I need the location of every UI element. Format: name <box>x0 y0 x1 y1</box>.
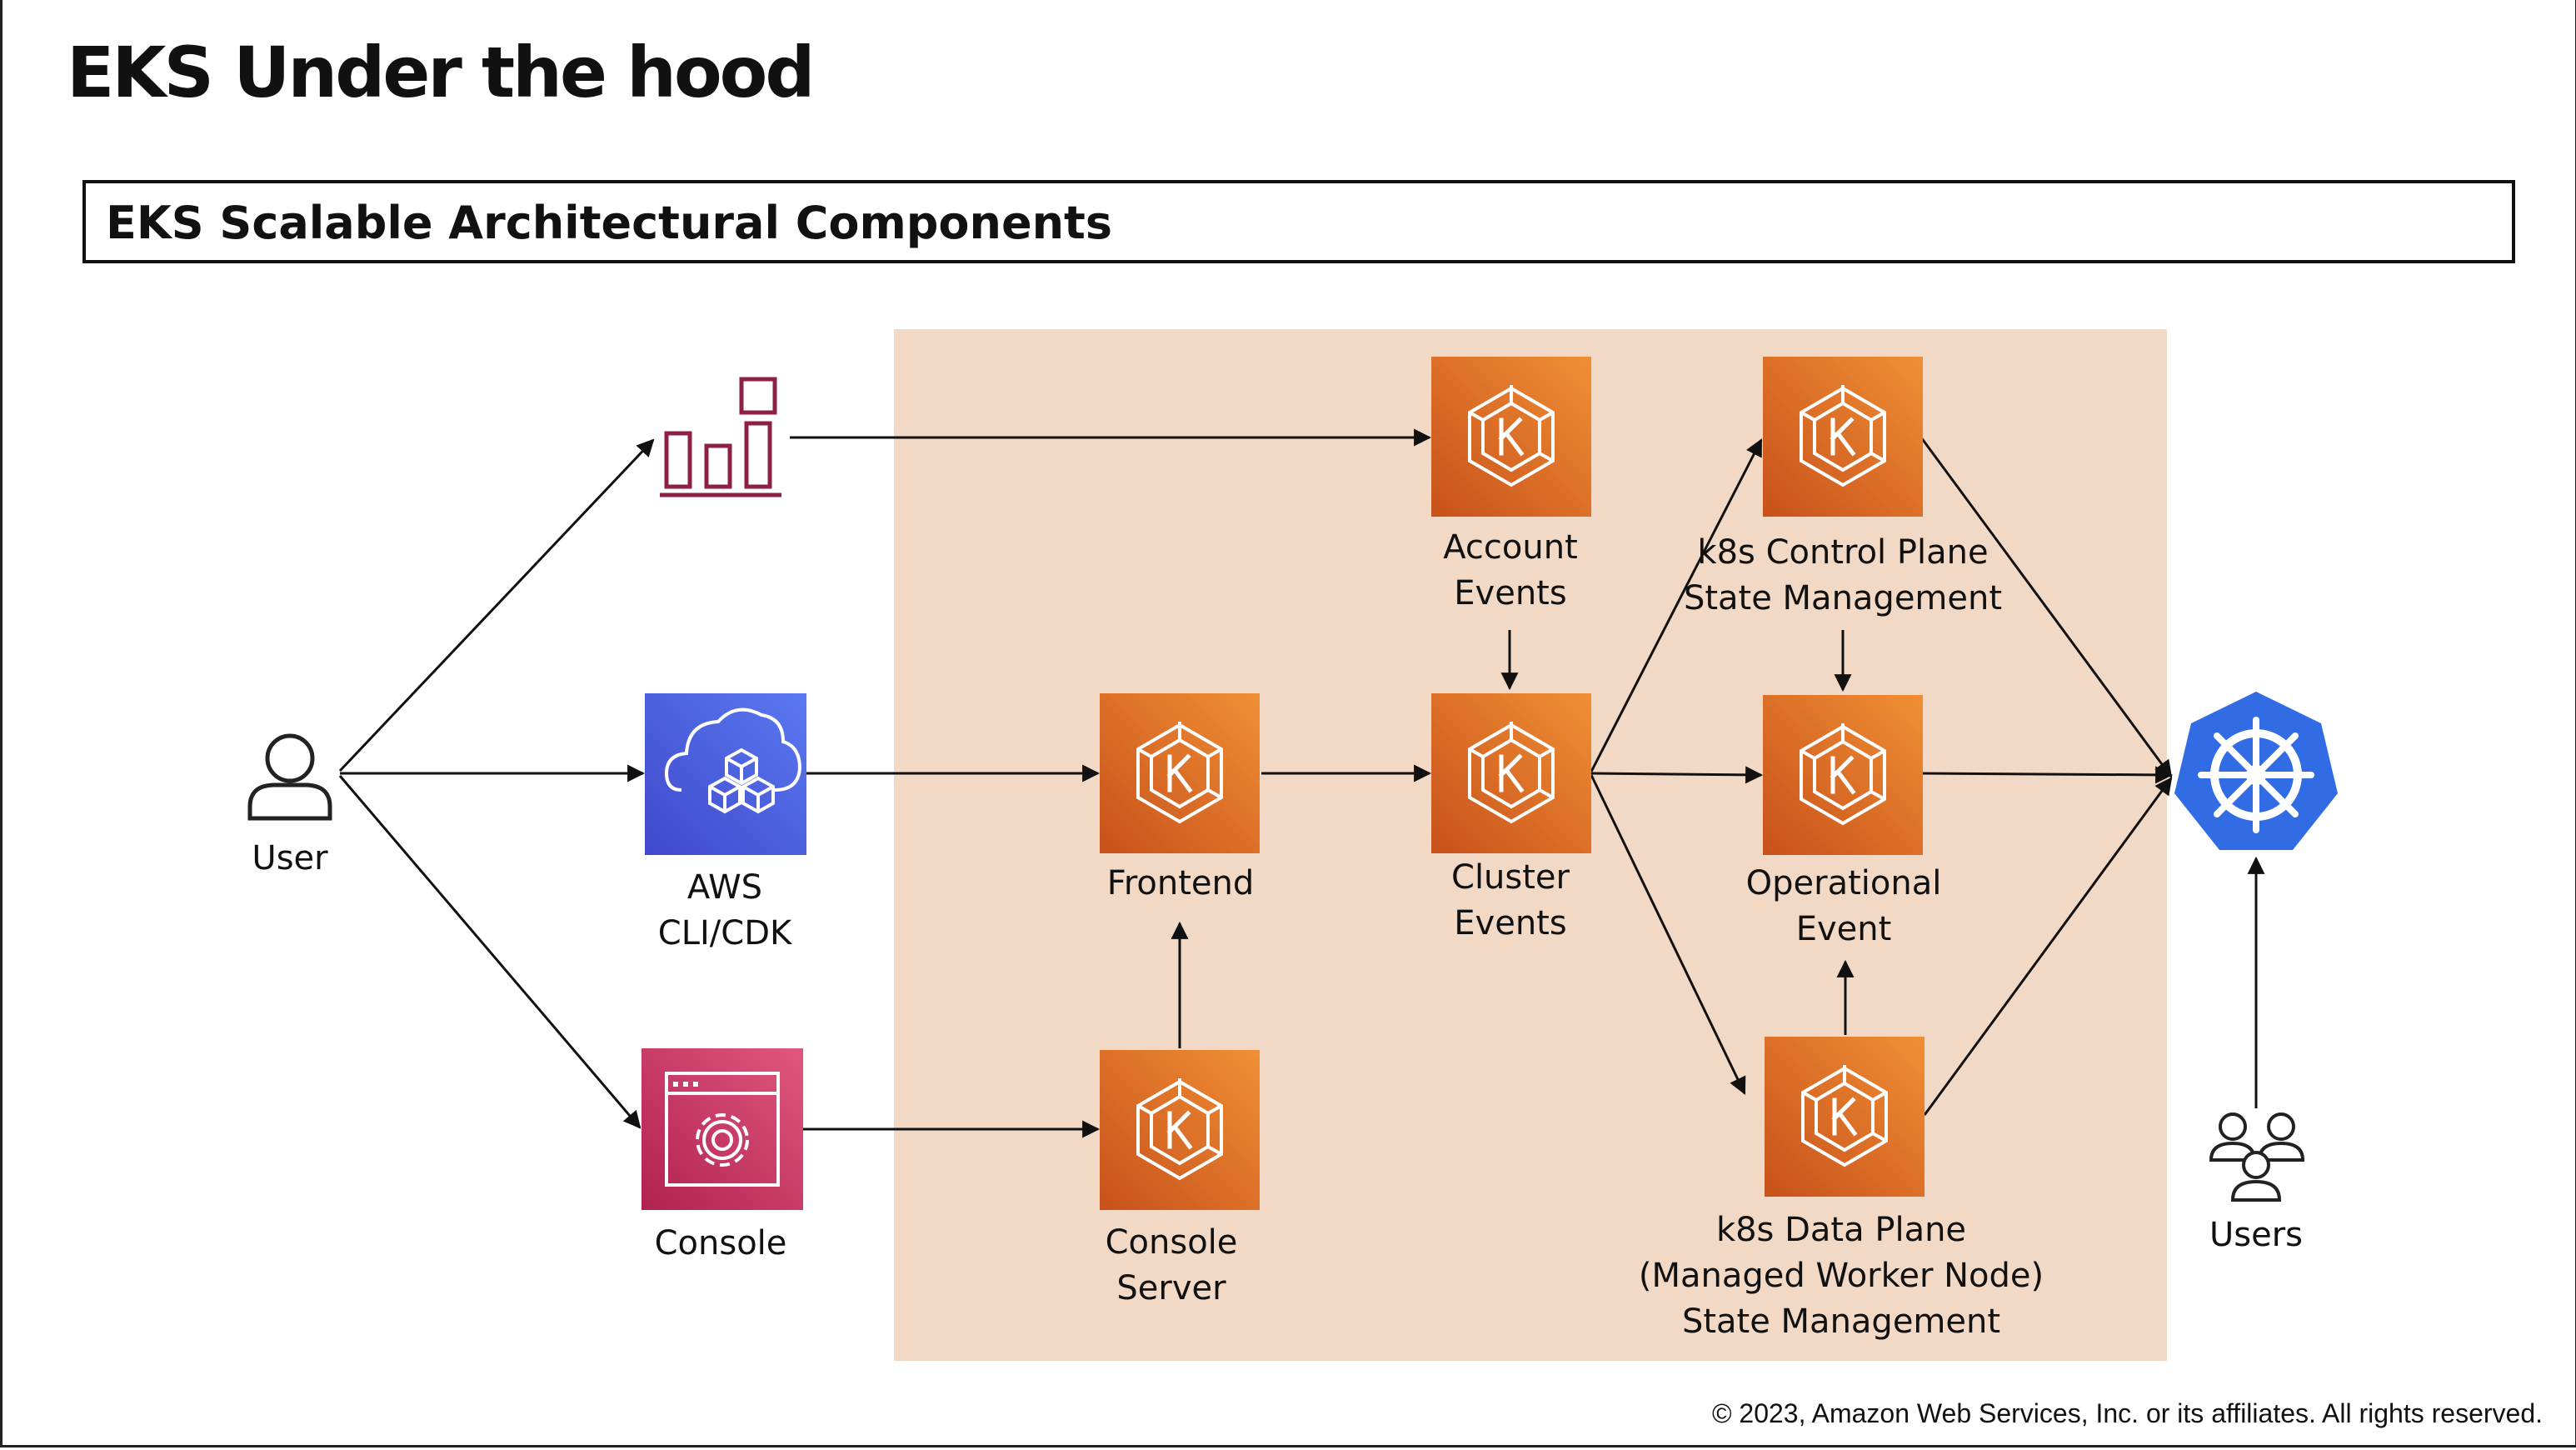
arrow-control-plane-to-kubernetes <box>1920 437 2173 778</box>
console-server-label: Console Server <box>1105 1223 1238 1308</box>
data-plane-label: k8s Data Plane (Managed Worker Node) Sta… <box>1638 1211 2044 1341</box>
arrow-operational-to-kubernetes <box>1920 766 2174 784</box>
arrow-user-to-console <box>338 775 642 1129</box>
eks-icon-operational-event <box>1763 695 1923 855</box>
user-icon <box>247 733 332 821</box>
browser-gear-icon <box>642 1048 803 1210</box>
arrow-cluster-to-data-plane <box>1590 774 1746 1095</box>
console-label: Console <box>654 1224 787 1262</box>
eks-icon-cluster-events <box>1431 693 1591 853</box>
control-plane-label: k8s Control Plane State Management <box>1683 533 2003 618</box>
arrow-user-to-metrics <box>338 438 655 772</box>
arrow-cluster-to-control-plane <box>1590 438 1763 772</box>
copyright-notice: © 2023, Amazon Web Services, Inc. or its… <box>1711 1398 2543 1428</box>
page-title: EKS Under the hood <box>67 32 816 113</box>
eks-icon-console-server <box>1100 1050 1260 1210</box>
operational-event-label: Operational Event <box>1745 864 1942 948</box>
cloud-cubes-icon <box>645 693 806 855</box>
cluster-events-label: Cluster Events <box>1451 858 1570 942</box>
bar-chart-icon <box>660 377 781 498</box>
arrow-cluster-to-operational <box>1590 766 1764 784</box>
aws-cli-label: AWS CLI/CDK <box>657 868 792 952</box>
connector-arrows <box>338 428 2265 1138</box>
section-title: EKS Scalable Architectural Components <box>106 197 1112 249</box>
eks-icon-data-plane <box>1765 1037 1925 1197</box>
eks-icon-control-plane <box>1763 357 1923 517</box>
users-label: Users <box>2209 1216 2304 1254</box>
frontend-label: Frontend <box>1106 864 1255 902</box>
arrow-data-plane-to-kubernetes <box>1923 777 2173 1116</box>
eks-icon-frontend <box>1100 693 1260 853</box>
eks-icon-account-events <box>1431 357 1591 517</box>
users-group-icon <box>2209 1112 2305 1202</box>
account-events-label: Account Events <box>1443 528 1578 612</box>
section-header-box: EKS Scalable Architectural Components <box>82 180 2515 263</box>
user-label: User <box>252 839 328 878</box>
kubernetes-helm-icon <box>2174 692 2338 850</box>
